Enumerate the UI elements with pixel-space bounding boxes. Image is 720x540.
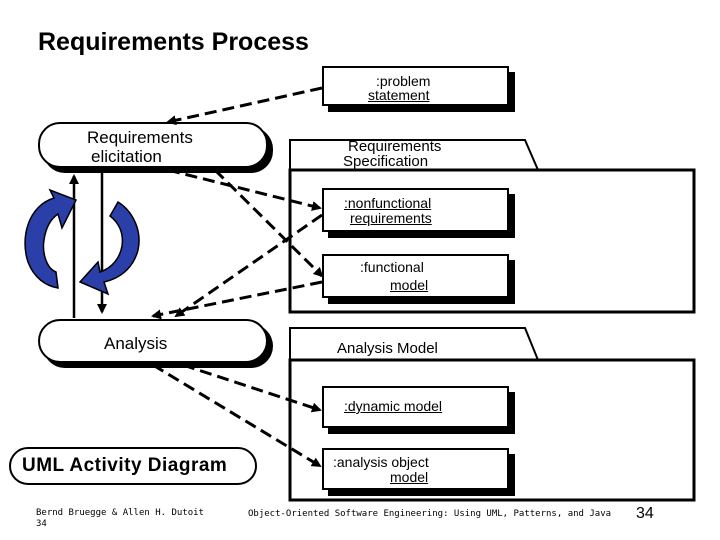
cycle-arrow-icon — [24, 188, 140, 296]
analysis-object-model-box — [322, 448, 509, 490]
dynamic-model-label: :dynamic model — [344, 398, 443, 414]
footer-book-title: Object-Oriented Software Engineering: Us… — [248, 509, 612, 519]
page-title: Requirements Process — [38, 28, 309, 56]
arrow-nonfunctional-to-analysis — [174, 213, 323, 318]
functional-label-1: :functional — [360, 259, 424, 275]
analysis-label: Analysis — [104, 334, 168, 353]
arrow-analysis-to-dynamic — [182, 363, 322, 413]
arrow-analysis-to-object — [152, 363, 322, 468]
nonfunctional-requirements-box — [322, 188, 509, 232]
analysis-object-label-2: model — [390, 469, 429, 485]
nonfunctional-label-1: :nonfunctional — [344, 195, 432, 211]
functional-label-2: model — [390, 277, 429, 293]
analysis-activity — [38, 319, 268, 363]
analysis-object-label-1: :analysis object — [333, 454, 429, 470]
nonfunctional-label-2: requirements — [350, 210, 432, 226]
arrow-problem-to-elicitation — [166, 86, 323, 126]
footer-authors-line-1: Bernd Bruegge & Allen H. Dutoit — [36, 508, 204, 518]
arrow-elicitation-to-nonfunctional — [167, 168, 322, 211]
uml-activity-diagram-label: UML Activity Diagram — [22, 455, 228, 476]
analysis-package-label: Analysis Model — [337, 340, 438, 357]
arrow-elicitation-to-functional — [213, 168, 324, 278]
footer-authors: Bernd Bruegge & Allen H. Dutoit 34 — [36, 508, 204, 530]
arrow-functional-to-analysis — [151, 280, 323, 320]
elicitation-label-2: elicitation — [91, 147, 162, 166]
problem-statement-label-2: statement — [368, 87, 430, 103]
footer-page-number: 34 — [636, 505, 654, 522]
spec-package-label-2: Specification — [343, 153, 429, 170]
requirements-elicitation-activity — [38, 122, 268, 168]
dynamic-model-box — [322, 386, 509, 428]
footer-authors-line-2: 34 — [36, 519, 47, 529]
problem-statement-label-1: :problem — [376, 73, 431, 89]
elicitation-label-1: Requirements — [87, 128, 193, 147]
uml-activity-diagram-box — [9, 447, 257, 485]
spec-package-label-1: Requirements — [348, 138, 442, 155]
problem-statement-box — [322, 66, 509, 106]
